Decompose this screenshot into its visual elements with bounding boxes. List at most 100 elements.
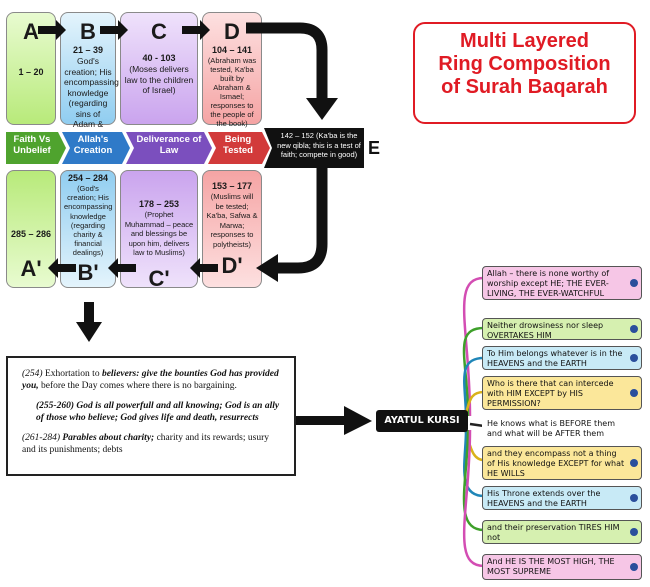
band-green <box>6 132 66 164</box>
verse-range: 40 - 103 <box>142 53 176 63</box>
explanation-1-number: (254) <box>22 369 43 379</box>
verse-6: and they encompass not a thing of His kn… <box>482 446 642 480</box>
explanation-3-emphasis: Parables about charity; <box>60 433 155 443</box>
column-text: (Muslims will be tested; Ka'ba, Safwa & … <box>206 192 258 249</box>
verse-badge-icon <box>630 354 638 362</box>
explanation-paragraph-2: (255-260) God is all powerfull and all k… <box>36 400 280 424</box>
verse-7: His Throne extends over the HEAVENS and … <box>482 486 642 510</box>
verse-text: Allah – there is none worthy of worship … <box>487 269 610 298</box>
verse-range: 1 – 20 <box>18 67 44 77</box>
verse-text: His Throne extends over the HEAVENS and … <box>487 489 601 508</box>
column-text: (Prophet Muhammad – peace and blessings … <box>124 210 194 257</box>
column-letter: D <box>224 19 240 44</box>
verse-badge-icon <box>630 494 638 502</box>
explanation-1-text-a: Exhortation to <box>42 369 102 379</box>
verse-text: To Him belongs whatever is in the HEAVEN… <box>487 349 623 368</box>
column-letter: D' <box>221 253 243 278</box>
connector-5 <box>469 422 485 428</box>
connector-3 <box>463 356 485 419</box>
column-text: (Abraham was tested, Ka'ba built by Abra… <box>207 56 257 128</box>
ayatul-kursi-label: AYATUL KURSI <box>376 410 468 432</box>
verse-text: and they encompass not a thing of His kn… <box>487 449 625 478</box>
verse-text: and their preservation TIRES HIM not <box>487 523 620 542</box>
diagram-title: Multi Layered Ring Composition of Surah … <box>413 22 636 124</box>
band-label-faith: Faith Vs Unbelief <box>13 134 51 156</box>
arrow-e-to-dprime <box>276 168 328 274</box>
verse-4: Who is there that can intercede with HIM… <box>482 376 642 410</box>
connector-2 <box>462 326 485 417</box>
column-c-prime: 178 – 253 (Prophet Muhammad – peace and … <box>120 170 198 291</box>
center-text: 142 – 152 (Ka'ba is the new qibla; this … <box>277 131 361 159</box>
verse-5: He knows what is BEFORE them and what wi… <box>482 416 642 440</box>
arrow-down-shaft <box>84 302 94 324</box>
verse-range: 285 – 286 <box>10 229 52 239</box>
verse-text: Neither drowsiness nor sleep OVERTAKES H… <box>487 321 604 340</box>
center-letter: E <box>368 138 381 158</box>
column-b-prime: 254 – 284 (God's creation; His encompass… <box>60 170 116 288</box>
verse-text: And HE IS THE MOST HIGH, THE MOST SUPREM… <box>487 557 615 576</box>
verse-3: To Him belongs whatever is in the HEAVEN… <box>482 346 642 370</box>
verse-text: He knows what is BEFORE them and what wi… <box>487 419 615 438</box>
title-line-3: of Surah Baqarah <box>441 76 608 98</box>
column-text: (God's creation; His encompassing knowle… <box>64 184 113 258</box>
band-label-creation: Allah's Creation <box>73 134 113 156</box>
bottom-arrows <box>48 258 218 278</box>
top-arrows <box>38 20 210 40</box>
verse-badge-icon <box>630 459 638 467</box>
verse-range: 254 – 284 <box>67 173 109 183</box>
explanation-3-text: charity and its rewards; usury and its p… <box>22 433 269 455</box>
column-letter: B' <box>77 259 99 285</box>
arrow-c-d <box>182 20 210 40</box>
column-letter: C <box>151 19 167 44</box>
band-center <box>264 128 364 168</box>
arrow-cprime-bprime <box>108 258 136 278</box>
arrow-a-b <box>38 20 66 40</box>
column-letter: C' <box>148 265 170 291</box>
connector-9 <box>462 429 485 568</box>
verse-9: And HE IS THE MOST HIGH, THE MOST SUPREM… <box>482 554 642 580</box>
verse-2: Neither drowsiness nor sleep OVERTAKES H… <box>482 318 642 340</box>
column-letter: A' <box>20 256 42 281</box>
title-line-2: Ring Composition <box>438 53 611 75</box>
arrow-dprime-cprime <box>190 258 218 278</box>
verse-range: 178 – 253 <box>138 199 180 209</box>
explanation-2-text: (255-260) God is all powerfull and all k… <box>36 401 280 423</box>
verse-range: 21 – 39 <box>72 45 104 55</box>
verse-connectors <box>462 276 485 568</box>
arrow-right-shaft <box>296 416 346 425</box>
arrow-down-head <box>76 322 102 342</box>
column-a-prime: 285 – 286 A' <box>6 170 56 288</box>
title-line-1: Multi Layered <box>460 30 589 52</box>
arrow-e-to-dprime-head <box>256 254 278 282</box>
column-letter: A <box>23 19 39 44</box>
explanation-box: (254) Exhortation to believers: give the… <box>6 356 296 476</box>
explanation-paragraph-3: (261-284) Parables about charity; charit… <box>22 432 280 456</box>
band-label-law: Deliverance of Law <box>136 134 202 156</box>
column-text: (Moses delivers law to the children of I… <box>124 64 194 95</box>
band-purple <box>126 132 212 164</box>
connector-1 <box>462 276 485 417</box>
verse-range: 104 – 141 <box>211 45 253 55</box>
verse-badge-icon <box>630 563 638 571</box>
verse-range: 153 – 177 <box>211 181 253 191</box>
verse-badge-icon <box>630 325 638 333</box>
explanation-paragraph-1: (254) Exhortation to believers: give the… <box>22 368 280 392</box>
arrow-b-c <box>100 20 128 40</box>
explanation-3-number: (261-284) <box>22 433 60 443</box>
verse-badge-icon <box>630 389 638 397</box>
column-letter: B <box>80 19 96 44</box>
arrow-right-head <box>344 406 372 435</box>
arrow-d-to-e-head <box>306 98 338 120</box>
band-blue <box>62 132 130 164</box>
connector-8 <box>462 429 485 532</box>
arrow-bprime-aprime <box>48 258 76 278</box>
arrow-d-to-e <box>246 22 328 100</box>
verse-1: Allah – there is none worthy of worship … <box>482 266 642 300</box>
column-d-prime: 153 – 177 (Muslims will be tested; Ka'ba… <box>202 170 262 288</box>
theme-band <box>6 128 364 168</box>
verse-text: Who is there that can intercede with HIM… <box>487 379 614 408</box>
verse-8: and their preservation TIRES HIM not <box>482 520 642 544</box>
verse-badge-icon <box>630 279 638 287</box>
band-red <box>208 132 270 164</box>
